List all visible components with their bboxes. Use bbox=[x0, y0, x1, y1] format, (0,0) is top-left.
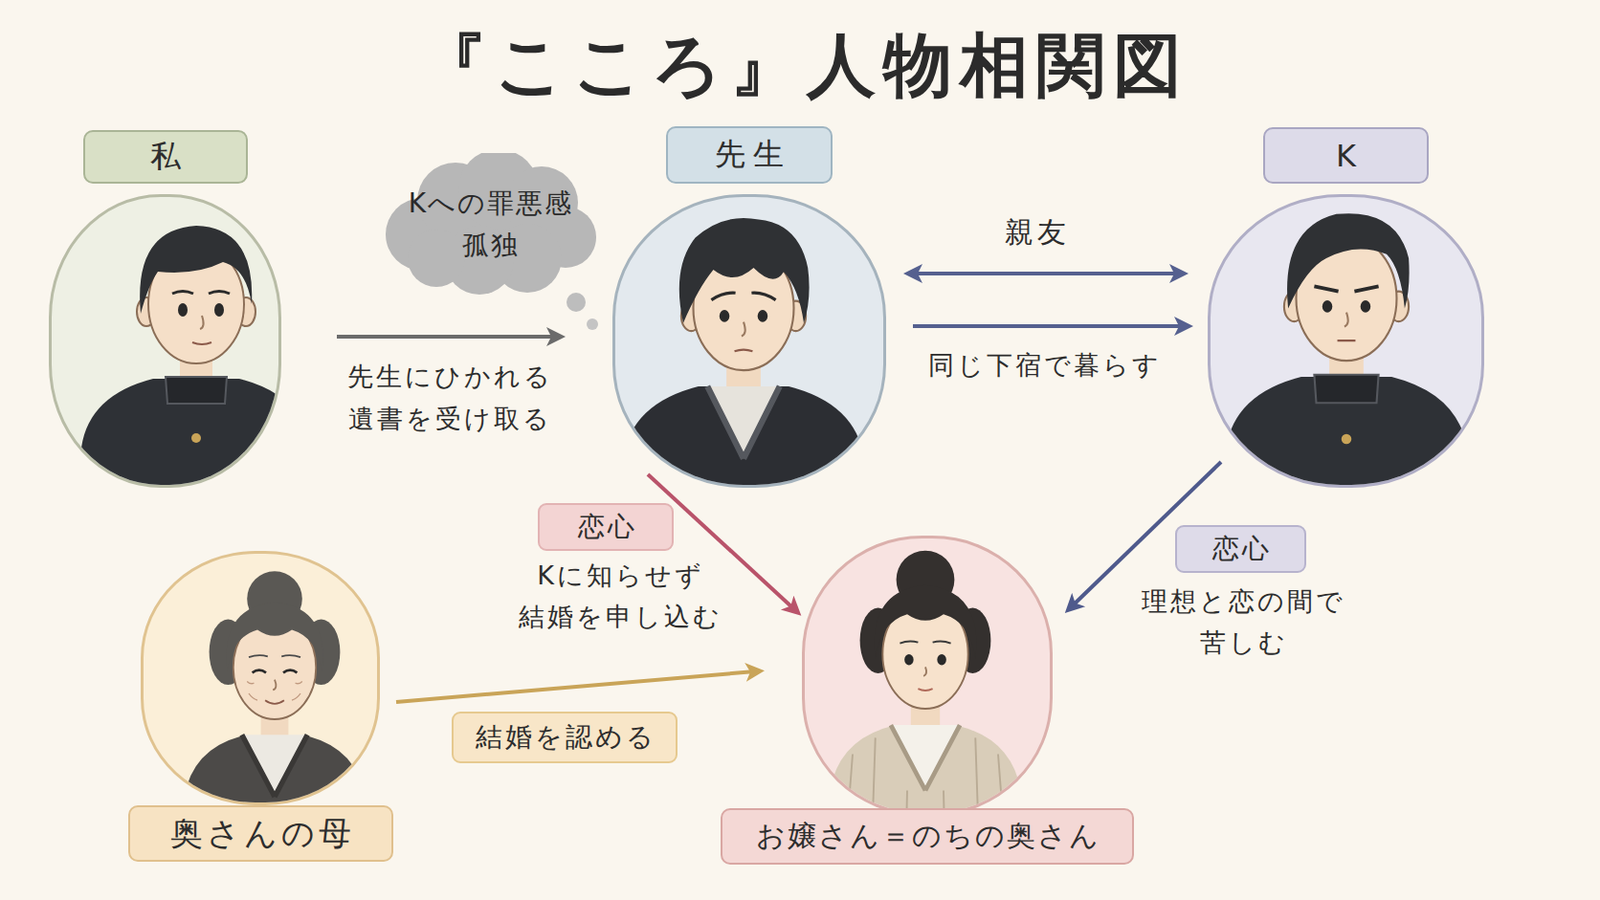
relation-label: 親友 bbox=[958, 211, 1112, 254]
relation-arrow bbox=[912, 271, 1179, 276]
relation-label: 同じ下宿で暮らす bbox=[889, 344, 1197, 387]
character-name: K bbox=[1263, 127, 1429, 184]
relation-label: 先生にひかれる 遺書を受け取る bbox=[324, 355, 574, 441]
relation-tag: 結婚を認める bbox=[451, 711, 678, 764]
character-portrait: 私 bbox=[48, 194, 282, 489]
relation-arrow bbox=[396, 671, 756, 703]
relation-tag: 恋心 bbox=[1175, 525, 1307, 574]
cloud-fill bbox=[407, 229, 466, 288]
character-name: 奥さんの母 bbox=[128, 805, 394, 863]
relation-arrow bbox=[336, 334, 556, 339]
diagram-title: 『こころ』人物相関図 bbox=[0, 17, 1600, 113]
thought-bubble bbox=[586, 318, 599, 331]
character-name: 私 bbox=[83, 130, 248, 184]
character-name: 先生 bbox=[666, 126, 833, 184]
thought-cloud: Kへの罪悪感 孤独 bbox=[383, 153, 599, 296]
character-name: お嬢さん＝のちの奥さん bbox=[720, 808, 1134, 866]
relation-tag: 恋心 bbox=[537, 503, 674, 552]
relation-arrow bbox=[912, 324, 1184, 329]
character-portrait: K bbox=[1207, 194, 1485, 489]
note-text: 理想と恋の間で 苦しむ bbox=[1122, 580, 1362, 664]
note-text: Kに知らせず 結婚を申し込む bbox=[499, 555, 739, 638]
character-portrait: 奥さんの母 bbox=[140, 551, 380, 806]
cloud-outline bbox=[383, 153, 599, 296]
thought-bubble bbox=[566, 292, 586, 312]
character-portrait: お嬢さん＝のちの奥さん bbox=[801, 535, 1053, 817]
thought-text: Kへの罪悪感 孤独 bbox=[383, 153, 599, 296]
character-portrait: 先生 bbox=[612, 194, 887, 489]
